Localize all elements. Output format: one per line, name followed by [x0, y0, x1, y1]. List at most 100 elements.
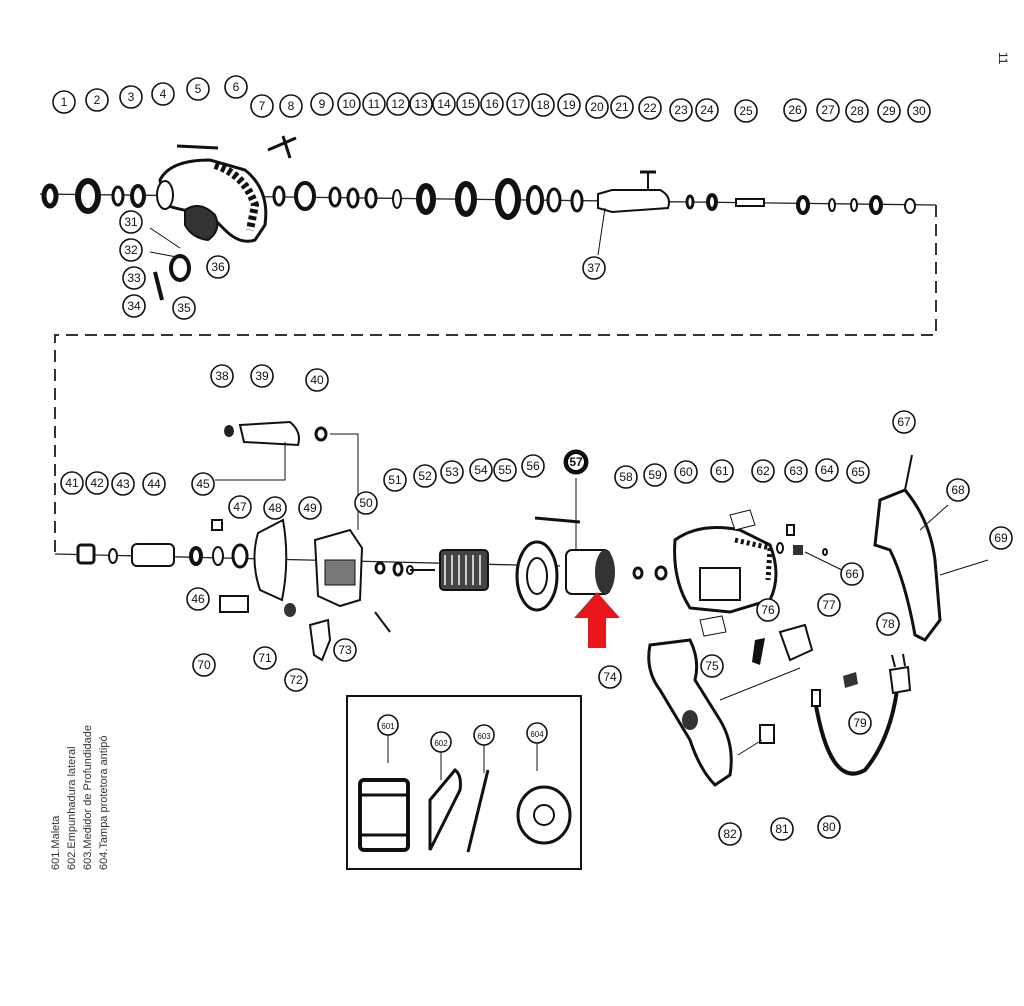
leader-line: [737, 739, 763, 756]
accessory-side-handle: [428, 767, 462, 851]
callout-55: 55: [493, 458, 517, 482]
callout-25: 25: [734, 99, 758, 123]
svg-text:2: 2: [94, 93, 101, 107]
svg-text:22: 22: [643, 101, 657, 115]
callout-41: 41: [60, 471, 84, 495]
callout-35: 35: [172, 296, 196, 320]
callout-10: 10: [337, 92, 361, 116]
svg-text:76: 76: [761, 603, 775, 617]
callout-77: 77: [817, 593, 841, 617]
callout-33: 33: [122, 266, 146, 290]
callout-12: 12: [386, 92, 410, 116]
svg-text:74: 74: [603, 670, 617, 684]
callout-53: 53: [440, 460, 464, 484]
svg-text:18: 18: [536, 98, 550, 112]
inset-legend: 601.Maleta 602.Empunhadura lateral 603.M…: [50, 660, 110, 870]
leader-line: [149, 227, 181, 249]
page-number: 11: [996, 52, 1010, 65]
callout-16: 16: [480, 92, 504, 116]
callout-32: 32: [119, 238, 143, 262]
svg-text:36: 36: [211, 260, 225, 274]
svg-text:9: 9: [319, 97, 326, 111]
svg-text:59: 59: [648, 468, 662, 482]
callout-60: 60: [674, 460, 698, 484]
callout-43: 43: [111, 472, 135, 496]
svg-text:53: 53: [445, 465, 459, 479]
callout-54: 54: [469, 458, 493, 482]
callout-80: 80: [817, 815, 841, 839]
part-ring: [570, 189, 584, 213]
callout-17: 17: [506, 92, 530, 116]
part-washer: [111, 185, 125, 207]
accessory-dust-cap-hole: [533, 804, 555, 826]
svg-text:603: 603: [477, 732, 491, 741]
callout-70: 70: [192, 653, 216, 677]
callout-601: 601: [377, 714, 399, 736]
svg-text:602: 602: [434, 739, 448, 748]
part-small-ring: [850, 198, 858, 212]
callout-20: 20: [585, 95, 609, 119]
svg-text:55: 55: [498, 463, 512, 477]
svg-text:57: 57: [569, 455, 583, 469]
callout-58: 58: [614, 465, 638, 489]
callout-30: 30: [907, 99, 931, 123]
callout-9: 9: [310, 92, 334, 116]
part-spindle: [597, 189, 670, 214]
callout-46: 46: [186, 587, 210, 611]
svg-text:33: 33: [127, 271, 141, 285]
svg-text:56: 56: [526, 459, 540, 473]
svg-text:80: 80: [822, 820, 836, 834]
callout-65: 65: [846, 460, 870, 484]
svg-text:46: 46: [191, 592, 205, 606]
callout-2: 2: [85, 88, 109, 112]
part-screw: [176, 144, 219, 150]
part-small-ring: [706, 193, 718, 211]
part-housing-ribs: [213, 161, 260, 231]
callout-23: 23: [669, 98, 693, 122]
callout-7: 7: [250, 94, 274, 118]
callout-1: 1: [52, 90, 76, 114]
callout-603: 603: [473, 724, 495, 746]
svg-text:4: 4: [160, 87, 167, 101]
svg-text:15: 15: [461, 97, 475, 111]
callout-76: 76: [756, 598, 780, 622]
svg-text:67: 67: [897, 415, 911, 429]
svg-text:32: 32: [124, 243, 138, 257]
part-gearbox-core: [324, 559, 356, 586]
part-ring: [526, 185, 544, 215]
callout-40: 40: [305, 368, 329, 392]
svg-text:71: 71: [258, 651, 272, 665]
svg-text:77: 77: [822, 598, 836, 612]
part-bearing: [75, 178, 101, 214]
legend-item-602: 602.Empunhadura lateral: [66, 746, 78, 870]
callout-73: 73: [333, 638, 357, 662]
part-gasket: [253, 518, 288, 602]
svg-text:63: 63: [789, 464, 803, 478]
callout-6: 6: [224, 75, 248, 99]
part-ring: [776, 542, 784, 554]
part-lock-pin: [153, 271, 164, 301]
svg-text:62: 62: [756, 464, 770, 478]
callout-21: 21: [610, 95, 634, 119]
callout-56: 56: [521, 454, 545, 478]
part-ring: [231, 543, 249, 569]
svg-text:58: 58: [619, 470, 633, 484]
part-housing-nose: [156, 180, 174, 210]
callout-18: 18: [531, 93, 555, 117]
callout-604: 604: [526, 722, 548, 744]
callout-26: 26: [783, 98, 807, 122]
part-small-ring: [796, 195, 810, 215]
part-switch: [778, 623, 814, 662]
leader-line: [939, 559, 989, 576]
svg-text:66: 66: [845, 567, 859, 581]
callout-78: 78: [876, 612, 900, 636]
part-plug-pin: [902, 653, 906, 667]
callout-22: 22: [638, 96, 662, 120]
svg-text:61: 61: [715, 464, 729, 478]
callout-57: 57: [563, 449, 589, 475]
callout-74: 74: [598, 665, 622, 689]
callout-48: 48: [263, 496, 287, 520]
callout-42: 42: [85, 471, 109, 495]
svg-text:65: 65: [851, 465, 865, 479]
